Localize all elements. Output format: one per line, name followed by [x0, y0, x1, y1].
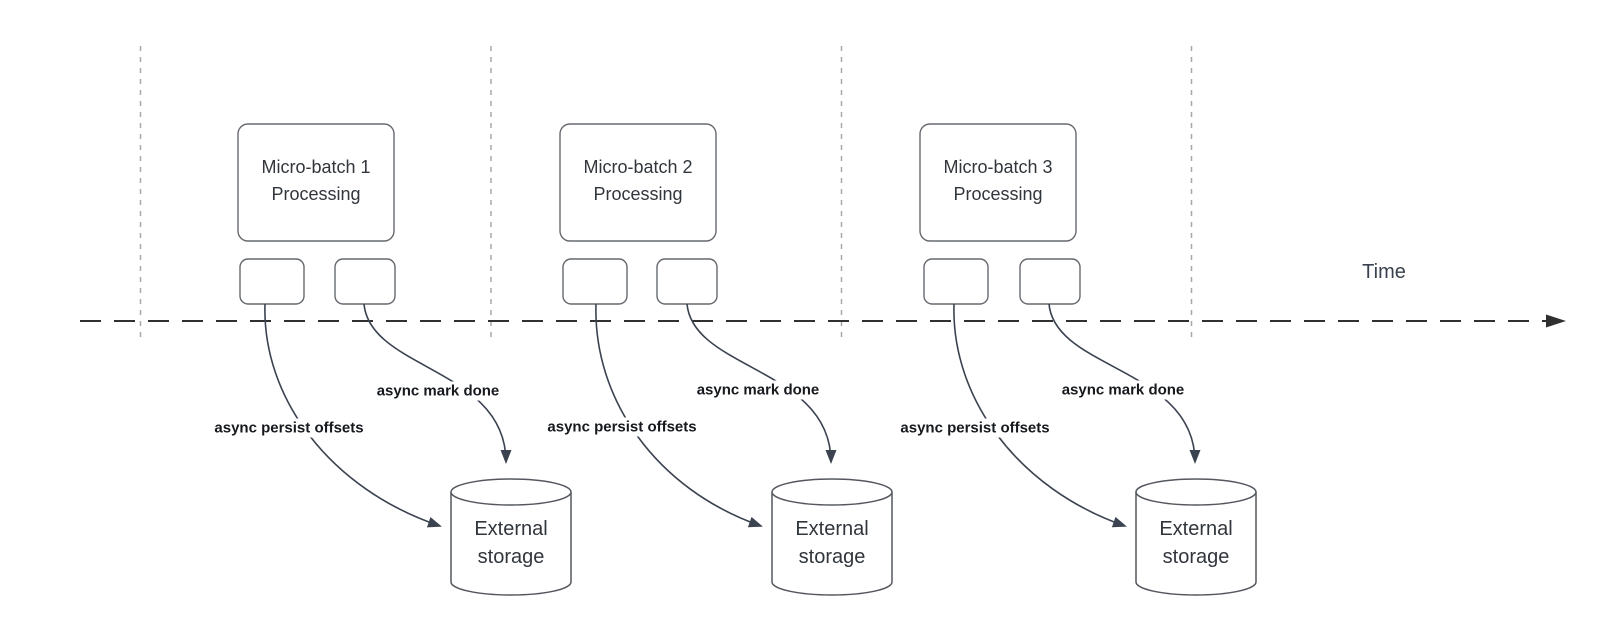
time-guides	[139, 46, 1193, 338]
micro-batch-3-title: Micro-batch 3 Processing	[943, 157, 1053, 204]
mark-done-arrow	[363, 303, 512, 464]
mark-done-arrow	[686, 303, 837, 464]
external-storage-cylinder	[771, 478, 893, 596]
mark-done-op-box	[1019, 258, 1081, 305]
external-storage-label: External storage	[1159, 518, 1233, 568]
external-storage-label: External storage	[474, 518, 548, 568]
mark-done-label: async mark done	[1058, 380, 1188, 400]
micro-batch-2-title: Micro-batch 2 Processing	[583, 157, 693, 204]
cylinder-body	[771, 492, 893, 596]
mark-done-op-box	[334, 258, 396, 305]
mark-done-label: async mark done	[373, 381, 503, 401]
cylinder-body	[1135, 492, 1257, 596]
mark-done-op-box	[656, 258, 718, 305]
external-storage-cylinder	[1135, 478, 1257, 596]
micro-batch-1-title: Micro-batch 1 Processing	[261, 157, 371, 204]
micro-batch-1-group	[237, 123, 572, 596]
micro-batch-2-group	[559, 123, 893, 596]
cylinder-top	[1135, 478, 1257, 506]
cylinder-top	[771, 478, 893, 506]
persist-offsets-arrow	[595, 303, 763, 528]
time-axis-label: Time	[1362, 261, 1406, 283]
mark-done-label: async mark done	[693, 380, 823, 400]
micro-batch-2-box	[559, 123, 717, 242]
micro-batch-1-box	[237, 123, 395, 242]
persist-offsets-label: async persist offsets	[211, 418, 367, 438]
persist-offsets-op-box	[562, 258, 628, 305]
mark-done-arrow	[1048, 303, 1201, 464]
persist-offsets-arrow	[953, 303, 1127, 528]
persist-offsets-op-box	[239, 258, 305, 305]
cylinder-body	[450, 492, 572, 596]
micro-batch-3-box	[919, 123, 1077, 242]
external-storage-label: External storage	[795, 518, 869, 568]
persist-offsets-op-box	[923, 258, 989, 305]
persist-offsets-arrow	[264, 303, 442, 528]
micro-batch-3-group	[919, 123, 1257, 596]
external-storage-cylinder	[450, 478, 572, 596]
persist-offsets-label: async persist offsets	[544, 417, 700, 437]
cylinder-top	[450, 478, 572, 506]
persist-offsets-label: async persist offsets	[897, 418, 1053, 438]
